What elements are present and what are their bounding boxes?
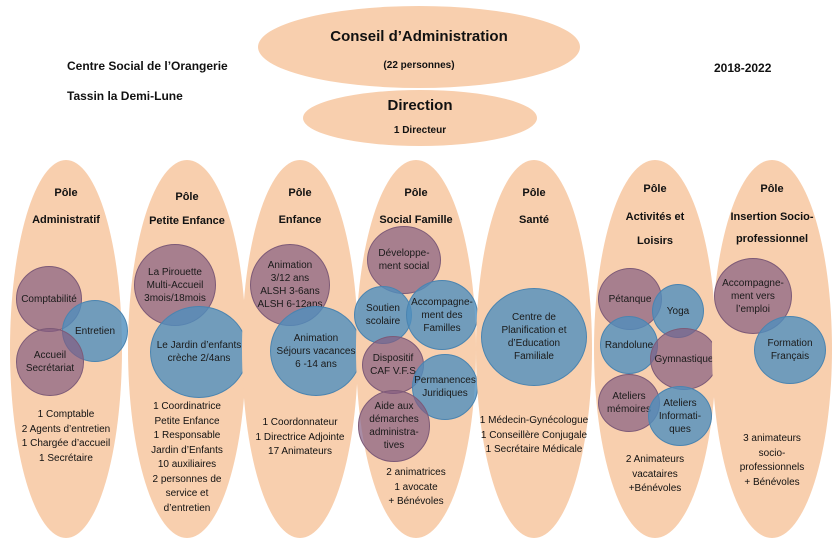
pole-administratif-title: Pôle — [54, 187, 78, 199]
pole-activites-name: Activités et — [625, 211, 685, 223]
pole-activites-title: Pôle — [643, 183, 667, 195]
conseil-title: Conseil d’Administration — [330, 28, 508, 45]
unit-ateliers-memoires: Ateliers mémoires — [598, 374, 660, 432]
staff-line: 2 Animateurs — [625, 454, 685, 465]
staff-line: + Bénévoles — [744, 476, 800, 488]
org-city: Tassin la Demi-Lune — [67, 89, 183, 103]
pole-administratif-name: Administratif — [32, 214, 100, 226]
staff-line: 3 animateurs — [743, 433, 801, 444]
staff-line: 2 animatrices — [386, 467, 446, 478]
staff-line: 1 Chargée d’accueil — [21, 438, 111, 449]
unit-soutien-scolaire: Soutien scolaire — [354, 286, 412, 344]
unit-aide-demarches: Aide aux démarches administra- tives — [358, 390, 430, 462]
unit-developpement-social: Développe- ment social — [367, 226, 441, 294]
direction-ellipse — [303, 90, 537, 146]
pole-sante-name: Santé — [519, 214, 549, 226]
unit-animation-sejours: Animation Séjours vacances 6 -14 ans — [270, 306, 362, 396]
staff-line: + Bénévoles — [388, 496, 444, 507]
staff-line: 2 Agents d’entretien — [21, 423, 111, 435]
pole-insertion-name2: professionnel — [735, 233, 809, 245]
pole-petite-enfance-staff: 1 Coordinatrice Petite Enfance 1 Respons… — [128, 400, 246, 516]
direction-title: Direction — [387, 97, 453, 114]
conseil-subtitle: (22 personnes) — [383, 60, 455, 71]
staff-line: 1 Comptable — [37, 409, 95, 420]
unit-jardin-enfants: Le Jardin d’enfants crèche 2/4ans — [150, 306, 248, 398]
conseil-ellipse — [258, 6, 580, 88]
pole-sante-staff: 1 Médecin-Gynécologue 1 Conseillère Conj… — [476, 414, 592, 458]
pole-petite-enfance-name: Petite Enfance — [149, 215, 225, 227]
unit-accompagnement-familles: Accompagne- ment des Familles — [406, 280, 478, 350]
pole-insertion-title: Pôle — [760, 183, 784, 195]
pole-enfance-name: Enfance — [278, 214, 322, 226]
pole-activites-staff: 2 Animateurs vacataires +Bénévoles — [594, 453, 716, 497]
staff-line: 1 Responsable — [153, 430, 221, 441]
staff-line: +Bénévoles — [628, 483, 682, 494]
pole-sante-title: Pôle — [522, 187, 546, 199]
staff-line: 1 Secrétaire — [39, 452, 93, 464]
pole-administratif-staff: 1 Comptable 2 Agents d’entretien 1 Charg… — [10, 408, 122, 466]
staff-line: service et — [165, 488, 209, 499]
pole-social-famille-title: Pôle — [404, 187, 428, 199]
unit-formation-francais: Formation Français — [754, 316, 826, 384]
pole-social-famille-staff: 2 animatrices 1 avocate + Bénévoles — [356, 466, 476, 510]
pole-insertion-name: Insertion Socio- — [730, 211, 814, 223]
staff-line: d’entretien — [163, 502, 211, 514]
staff-line: vacataires — [632, 468, 678, 480]
pole-insertion-staff: 3 animateurs socio- professionnels + Bén… — [712, 432, 832, 490]
staff-line: socio- — [758, 447, 786, 459]
unit-randolune: Randolune — [600, 316, 658, 374]
staff-line: professionnels — [739, 462, 805, 473]
unit-accompagnement-emploi: Accompagne- ment vers l’emploi — [714, 258, 792, 334]
staff-line: 1 avocate — [394, 481, 438, 493]
org-period: 2018-2022 — [714, 61, 772, 75]
staff-line: 1 Coordinatrice — [153, 401, 221, 412]
org-name: Centre Social de l’Orangerie — [67, 59, 228, 73]
direction-subtitle: 1 Directeur — [393, 125, 447, 136]
unit-centre-planification: Centre de Planification et d’Education F… — [481, 288, 587, 386]
unit-ateliers-informatiques: Ateliers Informati- ques — [648, 386, 712, 446]
staff-line: 2 personnes de — [152, 473, 222, 485]
staff-line: 1 Conseillère Conjugale — [480, 429, 588, 441]
staff-line: Petite Enfance — [154, 415, 220, 427]
pole-enfance-staff: 1 Coordonnateur 1 Directrice Adjointe 17… — [242, 416, 358, 460]
staff-line: 1 Directrice Adjointe — [255, 431, 345, 443]
pole-enfance-title: Pôle — [288, 187, 312, 199]
staff-line: 17 Animateurs — [268, 446, 332, 457]
pole-social-famille-name: Social Famille — [379, 214, 453, 226]
staff-line: 1 Coordonnateur — [262, 417, 338, 428]
pole-activites-name2: Loisirs — [636, 235, 674, 247]
staff-line: Jardin d’Enfants — [151, 444, 223, 456]
staff-line: 1 Secrétaire Médicale — [485, 444, 583, 455]
pole-petite-enfance-title: Pôle — [175, 191, 199, 203]
staff-line: 1 Médecin-Gynécologue — [479, 415, 589, 426]
unit-gymnastique: Gymnastique — [650, 328, 718, 390]
staff-line: 10 auxiliaires — [157, 459, 217, 470]
unit-accueil-secretariat: Accueil Secrétariat — [16, 328, 84, 396]
